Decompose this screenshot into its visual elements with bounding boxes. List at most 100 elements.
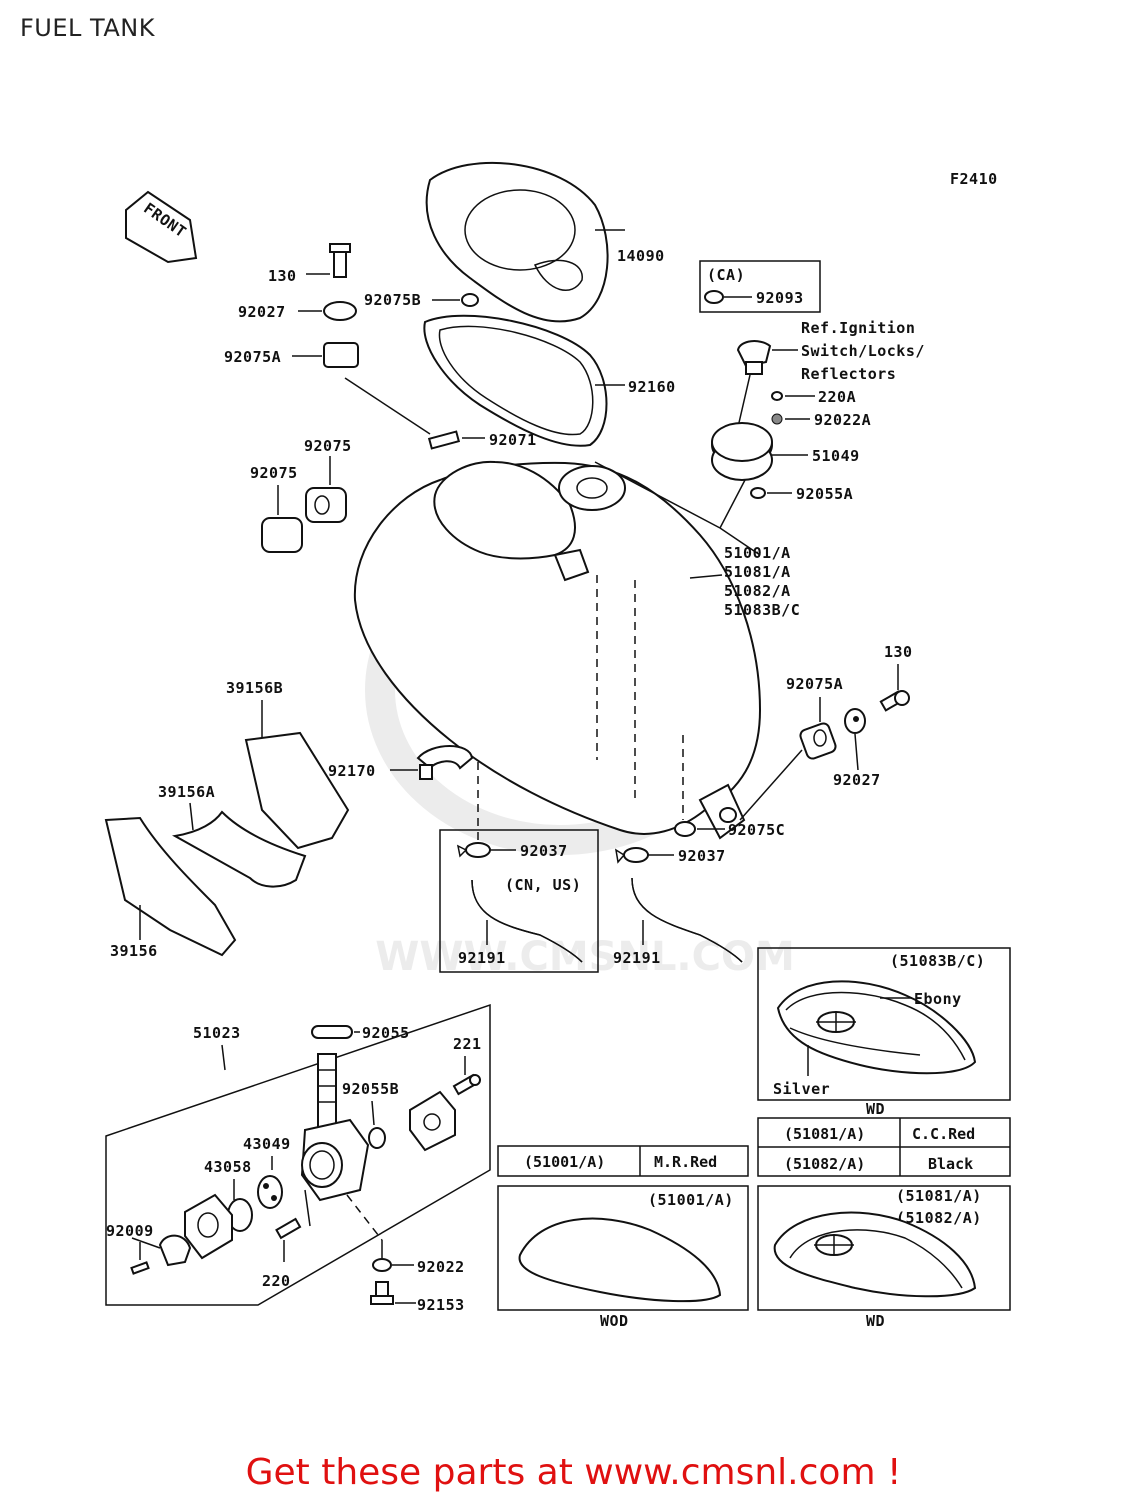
part-tank-51081: 51081/A — [724, 563, 791, 581]
part-43049: 43049 — [243, 1135, 291, 1153]
washer-92022 — [372, 1258, 392, 1272]
part-92027-right: 92027 — [833, 771, 881, 789]
part-220A: 220A — [818, 388, 856, 406]
ca-box — [699, 260, 821, 313]
bolt-92153 — [370, 1281, 394, 1305]
screw-92009 — [130, 1261, 150, 1275]
color-table-2: (51081/A) C.C.Red (51082/A) Black — [757, 1117, 1011, 1177]
part-92153: 92153 — [417, 1296, 465, 1314]
cap-51049 — [711, 422, 773, 481]
cn-us-box — [439, 829, 599, 973]
damper-92075A-right — [799, 722, 837, 760]
variant-box-51001 — [497, 1185, 749, 1311]
color-table-2-color-2: Black — [928, 1155, 973, 1173]
part-92075-a: 92075 — [250, 464, 298, 482]
ignition-note-3: Reflectors — [801, 365, 896, 383]
pad-39156B — [244, 731, 350, 850]
part-tank-51083: 51083B/C — [724, 601, 800, 619]
cn-us-label: (CN, US) — [505, 876, 581, 894]
variant-box-51081 — [757, 1185, 1011, 1311]
color-table-2-color-1: C.C.Red — [912, 1125, 975, 1143]
part-92022A: 92022A — [814, 411, 871, 429]
cover-14090 — [425, 161, 625, 323]
nut-92022A — [771, 413, 783, 425]
variant-51081-code-2: (51082/A) — [896, 1209, 982, 1227]
watermark-text: WWW.CMSNL.COM — [375, 934, 795, 980]
clip-92037-left — [456, 842, 491, 858]
part-92027-top: 92027 — [238, 303, 286, 321]
oring-92055A — [750, 487, 766, 499]
oring-92055 — [311, 1025, 353, 1039]
petcock-body — [300, 1053, 370, 1202]
variant-51083-code: (51083B/C) — [890, 952, 985, 970]
plate-petcock — [184, 1193, 233, 1260]
variant-51081-finish: WD — [866, 1312, 885, 1330]
screw-220A — [771, 391, 783, 401]
front-arrow-icon: FRONT — [125, 190, 198, 264]
part-92075C: 92075C — [728, 821, 785, 839]
part-221: 221 — [453, 1035, 482, 1053]
damper-92075-a — [261, 517, 303, 553]
pad-39156 — [104, 816, 237, 957]
washer-92027-right — [844, 708, 866, 734]
part-92037-right: 92037 — [678, 847, 726, 865]
screw-220 — [275, 1217, 302, 1240]
clip-92037-right — [614, 847, 649, 864]
part-tank-51001: 51001/A — [724, 544, 791, 562]
part-92037-left: 92037 — [520, 842, 568, 860]
lever-knob — [158, 1234, 192, 1267]
part-92191-right: 92191 — [613, 949, 661, 967]
damper-92075-b — [305, 487, 347, 523]
part-51023: 51023 — [193, 1024, 241, 1042]
part-92071: 92071 — [489, 431, 537, 449]
variant-51081-code-1: (51081/A) — [896, 1187, 982, 1205]
gasket-92160 — [423, 314, 608, 447]
page-title: FUEL TANK — [20, 14, 155, 42]
part-51049: 51049 — [812, 447, 860, 465]
part-92009: 92009 — [106, 1222, 154, 1240]
footer-link[interactable]: Get these parts at www.cmsnl.com ! — [245, 1452, 902, 1493]
damper-92075B — [461, 293, 479, 307]
part-14090: 14090 — [617, 247, 665, 265]
tank-variant-51001 — [518, 1217, 722, 1303]
clip-92071 — [427, 430, 461, 450]
pad-39156A — [172, 810, 307, 888]
color-table-1: (51001/A) M.R.Red — [497, 1145, 749, 1177]
color-table-2-code-1: (51081/A) — [784, 1125, 865, 1143]
variant-51083-finish: WD — [866, 1100, 885, 1118]
variant-51083-silver: Silver — [773, 1080, 830, 1098]
part-92075B: 92075B — [364, 291, 421, 309]
parts-diagram: WWW.CMSNL.COM F2410 FRONT 14090 92160 13… — [104, 161, 1011, 1330]
clamp-92170 — [416, 745, 474, 780]
bolt-130-top — [329, 243, 351, 278]
part-92055B: 92055B — [342, 1080, 399, 1098]
part-tank-51082: 51082/A — [724, 582, 791, 600]
part-92191-left: 92191 — [458, 949, 506, 967]
cover-plate — [409, 1090, 456, 1152]
part-92055A: 92055A — [796, 485, 853, 503]
oring-92055B — [368, 1127, 386, 1149]
part-39156: 39156 — [110, 942, 158, 960]
part-92055: 92055 — [362, 1024, 410, 1042]
ignition-note-1: Ref.Ignition — [801, 319, 915, 337]
variant-51083-ebony: Ebony — [914, 990, 962, 1008]
part-92160: 92160 — [628, 378, 676, 396]
part-220: 220 — [262, 1272, 291, 1290]
part-92075A-top: 92075A — [224, 348, 281, 366]
part-130-top: 130 — [268, 267, 297, 285]
damper-92075C — [674, 821, 696, 837]
petcock-box — [105, 1003, 491, 1306]
washer-92027-top — [323, 301, 357, 321]
tank-variant-51081 — [773, 1211, 977, 1298]
ca-code: (CA) — [707, 266, 745, 284]
part-39156B: 39156B — [226, 679, 283, 697]
part-92075-b: 92075 — [304, 437, 352, 455]
variant-51001-finish: WOD — [600, 1312, 629, 1330]
part-39156A: 39156A — [158, 783, 215, 801]
ignition-note-2: Switch/Locks/ — [801, 342, 925, 360]
gasket-43049 — [257, 1175, 283, 1209]
tank-variant-51083 — [776, 980, 977, 1075]
variant-51001-code: (51001/A) — [648, 1191, 734, 1209]
screw-221 — [452, 1073, 481, 1096]
figure-code: F2410 — [950, 170, 998, 188]
